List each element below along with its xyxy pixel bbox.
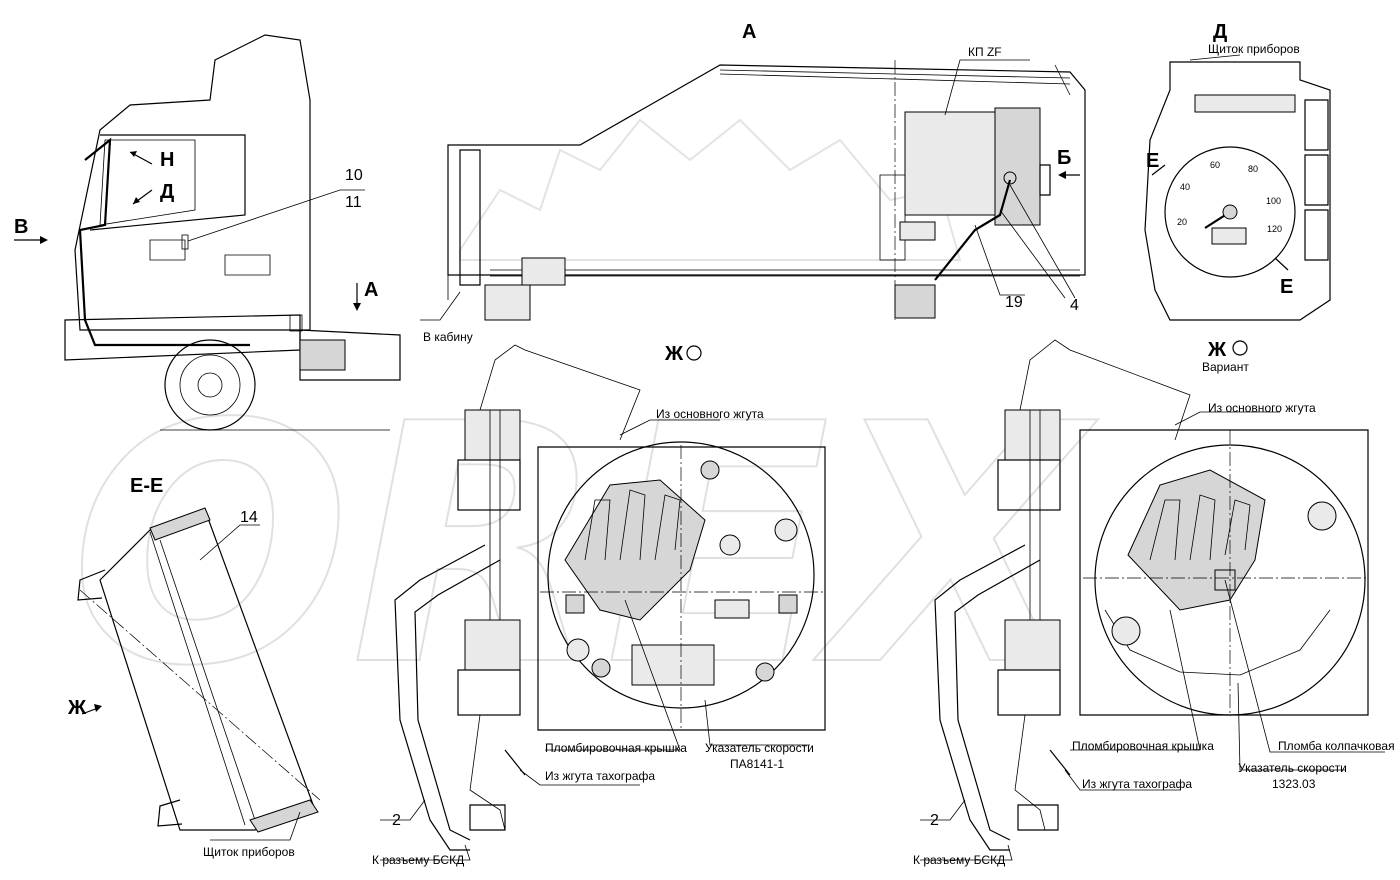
- gearbox-label: КП ZF: [968, 45, 1002, 59]
- speed-tick-80: 80: [1248, 164, 1258, 174]
- view-A-chassis: А Б КП ZF 19 4 В кабину: [420, 21, 1086, 344]
- view-D-dashboard: Д 20 40 60 80 100 120 Щиток приборов Е Е: [1144, 21, 1331, 321]
- section-E-right: Е: [1280, 276, 1293, 298]
- view-Zh-right: Ж Вариант Из основного жгута Пломбировоч…: [913, 339, 1395, 867]
- zh-right-seal-cover: Пломбировочная крышка: [1072, 739, 1214, 753]
- view-Zh-right-title: Ж: [1207, 339, 1227, 361]
- pos-19-label: 19: [1005, 294, 1023, 311]
- arrow-B-label: Б: [1057, 147, 1071, 169]
- zh-right-from-tacho: Из жгута тахографа: [1082, 777, 1192, 791]
- section-EE: Е-Е 14 Ж Щиток приборов: [67, 475, 321, 859]
- speed-tick-120: 120: [1267, 224, 1282, 234]
- arrow-A-label: А: [364, 279, 378, 301]
- speed-tick-60: 60: [1210, 160, 1220, 170]
- zh-left-speedometer: Указатель скорости: [705, 741, 814, 755]
- zh-left-speedometer-model: ПА8141-1: [730, 757, 784, 771]
- section-E-left: Е: [1146, 150, 1159, 172]
- dashboard-title: Щиток приборов: [1208, 42, 1300, 56]
- speed-tick-100: 100: [1266, 196, 1281, 206]
- view-Zh-left: Ж Из основного жгута Пломбировоч: [372, 343, 826, 867]
- zh-left-pos-2: 2: [392, 812, 401, 829]
- to-cab-label: В кабину: [423, 330, 473, 344]
- zh-right-speedometer: Указатель скорости: [1238, 761, 1347, 775]
- pos-4-label: 4: [1070, 297, 1079, 314]
- zh-left-from-main: Из основного жгута: [656, 407, 764, 421]
- arrow-V-label: В: [14, 216, 28, 238]
- speed-tick-20: 20: [1177, 217, 1187, 227]
- section-EE-panel-label: Щиток приборов: [203, 845, 295, 859]
- arrow-N-label: Н: [160, 149, 174, 171]
- zh-right-from-main: Из основного жгута: [1208, 401, 1316, 415]
- view-D-title: Д: [1213, 21, 1227, 43]
- zh-left-seal-cover: Пломбировочная крышка: [545, 741, 687, 755]
- zh-right-to-bskd: К разъему БСКД: [913, 853, 1005, 867]
- speed-tick-40: 40: [1180, 182, 1190, 192]
- pos-14-label: 14: [240, 509, 258, 526]
- zh-right-pos-2: 2: [930, 812, 939, 829]
- watermark-gear: [459, 118, 962, 261]
- view-Zh-left-title: Ж: [664, 343, 684, 365]
- view-A-title: А: [742, 21, 756, 43]
- arrow-Zh-label: Ж: [67, 697, 87, 719]
- zh-right-variant: Вариант: [1202, 360, 1249, 374]
- arrow-D-label: Д: [160, 181, 174, 203]
- pos-11-label: 11: [345, 194, 362, 211]
- zh-right-speedometer-model: 1323.03: [1272, 777, 1316, 791]
- zh-left-from-tacho: Из жгута тахографа: [545, 769, 655, 783]
- pos-10-label: 10: [345, 167, 363, 184]
- zh-right-cap-seal: Пломба колпачковая: [1278, 739, 1395, 753]
- zh-left-to-bskd: К разъему БСКД: [372, 853, 464, 867]
- truck-side-view: Н Д В А 10 11: [14, 34, 401, 431]
- section-EE-title: Е-Е: [130, 475, 163, 497]
